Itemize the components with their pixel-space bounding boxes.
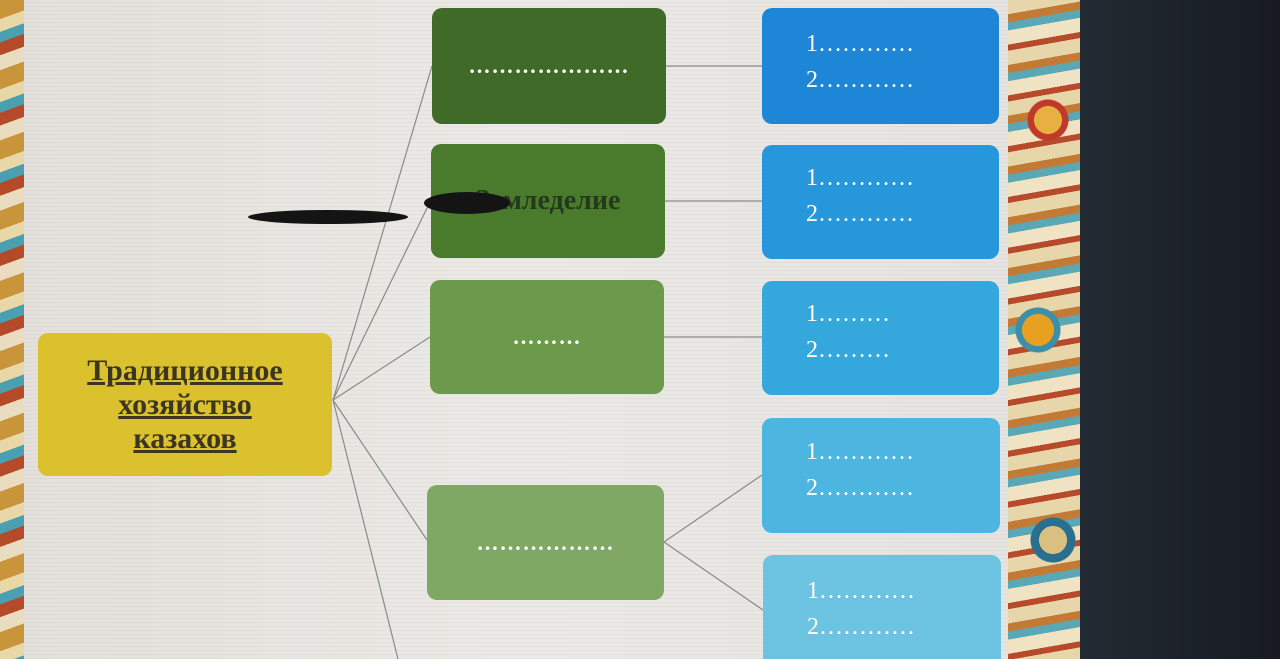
detail-5-item-2: 2…………: [807, 609, 915, 645]
branch-1-label: …………………: [469, 53, 630, 79]
branch-4-label: ………………: [477, 530, 615, 556]
detail-node-4: 1………… 2…………: [762, 418, 1000, 533]
connector-root-branch1: [333, 66, 432, 400]
connector-branch4-detail4: [664, 475, 762, 542]
connector-root-branch2: [333, 200, 431, 400]
branch-3-label: ………: [513, 324, 582, 350]
root-node: Традиционное хозяйство казахов: [38, 333, 332, 476]
detail-5-item-1: 1…………: [807, 573, 915, 609]
connector-root-offpage: [333, 400, 398, 659]
ink-scribble-2: [424, 192, 510, 214]
detail-3-item-1: 1………: [806, 296, 890, 332]
connector-root-branch3: [333, 337, 430, 400]
detail-2-item-2: 2…………: [806, 196, 914, 232]
root-title-line2: хозяйство: [118, 388, 251, 422]
root-title-line1: Традиционное: [87, 354, 282, 388]
detail-1-item-2: 2…………: [806, 62, 914, 98]
detail-node-3: 1……… 2………: [762, 281, 999, 395]
detail-4-item-2: 2…………: [806, 470, 914, 506]
connector-root-branch4: [333, 400, 427, 540]
detail-1-item-1: 1…………: [806, 26, 914, 62]
branch-node-3: ………: [430, 280, 664, 394]
ink-scribble: [248, 210, 408, 224]
connector-branch4-detail5: [664, 542, 763, 610]
detail-2-item-1: 1…………: [806, 160, 914, 196]
detail-node-1: 1………… 2…………: [762, 8, 999, 124]
branch-node-4: ………………: [427, 485, 664, 600]
detail-node-2: 1………… 2…………: [762, 145, 999, 259]
root-title-line3: казахов: [133, 422, 236, 456]
detail-4-item-1: 1…………: [806, 434, 914, 470]
branch-node-1: …………………: [432, 8, 666, 124]
detail-3-item-2: 2………: [806, 332, 890, 368]
detail-node-5: 1………… 2…………: [763, 555, 1001, 659]
